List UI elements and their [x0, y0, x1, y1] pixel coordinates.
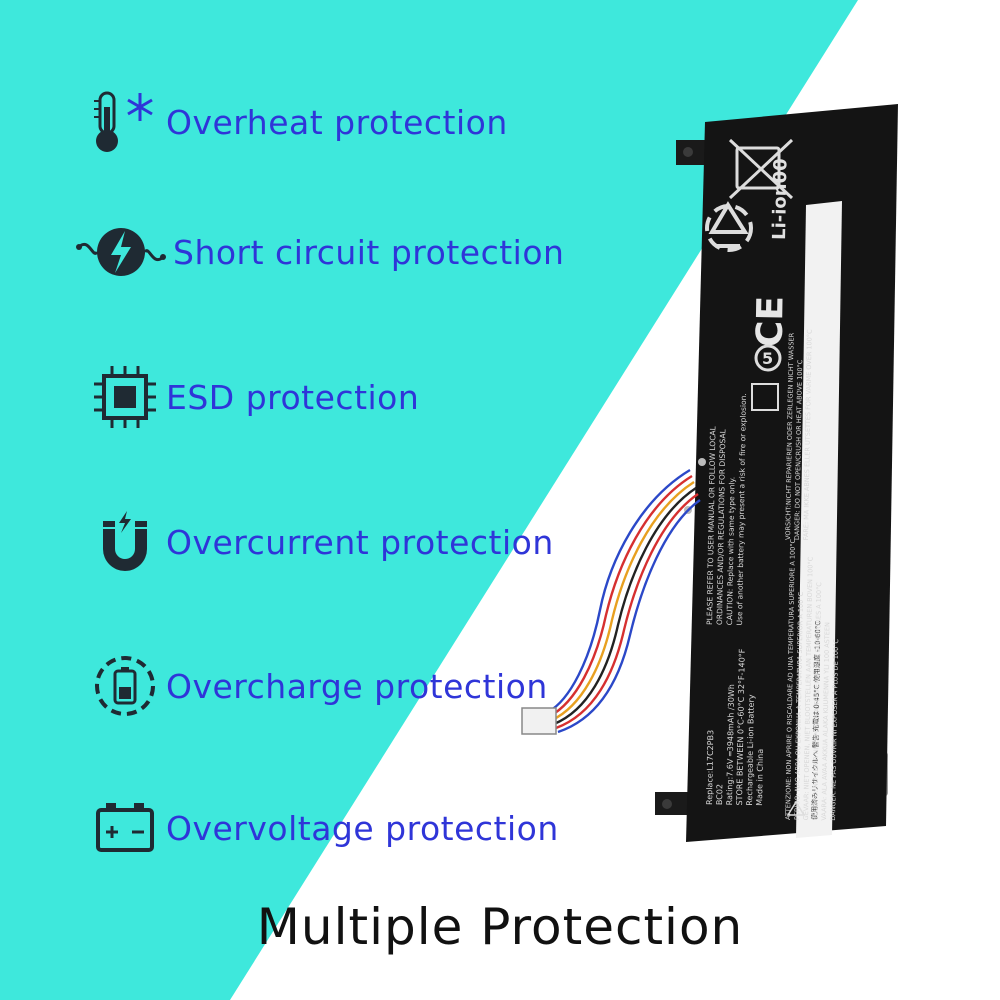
- danger-line: DANGER: NE PAS OUVRIR NI EXPOSER A PLUS …: [829, 639, 840, 821]
- car-battery-icon: [90, 793, 160, 863]
- label-replace: Replace:L17C2PB3: [705, 730, 715, 805]
- svg-text:5: 5: [762, 349, 773, 368]
- label-store: STORE BETWEEN 0°C-60°C 32°F-140°F: [735, 648, 747, 805]
- label-rechargeable: Rechargeable Li-ion Battery: [745, 694, 756, 806]
- battery-charge-icon: [90, 651, 160, 721]
- label-rating: Rating:7.6V ═3948mAh /30Wh: [725, 684, 736, 805]
- danger-line: VORSICHT:NICHT REPARIEREN ODER ZERLEGEN …: [784, 332, 796, 540]
- cyan-diagonal-band: [0, 0, 858, 1000]
- feature-label: Overcurrent protection: [166, 522, 554, 562]
- feature-overheat: Overheat protection: [90, 82, 508, 162]
- battery-chemistry-label: Li-ion00: [769, 158, 791, 240]
- label-code: BC02: [715, 784, 724, 805]
- feature-label: Overheat protection: [166, 102, 508, 142]
- feature-overvoltage: Overvoltage protection: [90, 788, 559, 868]
- cert-mark-icon: [751, 383, 779, 411]
- label-made-in: Made in China: [755, 749, 765, 806]
- feature-overcharge: Overcharge protection: [90, 646, 548, 726]
- feature-label: ESD protection: [166, 377, 420, 417]
- feature-label: Overcharge protection: [166, 666, 548, 706]
- danger-line: DANGER: DO NOT OPEN/CRUSH OR HEAT ABOVE …: [793, 359, 804, 540]
- page-title: Multiple Protection: [256, 898, 744, 956]
- feature-overcurrent: Overcurrent protection: [90, 502, 554, 582]
- chip-icon: [90, 362, 160, 432]
- white-label-text: 使用済みリサイクルへ 警告 充電は 0-45°C 使用温度 -10-60°C: [810, 621, 822, 821]
- feature-label: Overvoltage protection: [166, 808, 559, 848]
- warning-triangle-icon: [786, 800, 806, 816]
- battery-body: [686, 104, 898, 842]
- warning-line: PLEASE REFER TO USER MANUAL OR FOLLOW LO…: [705, 425, 717, 625]
- danger-line: PERIGO: NAO ABRA OU EXPONHA A TEMPERATUR…: [793, 591, 805, 820]
- danger-line: VAARA: ALA AVAA AKKUA ALAKA KUUMENNA YLI…: [820, 622, 831, 821]
- crossed-bin-icon: [728, 138, 794, 200]
- feature-short-circuit: Short circuit protection: [75, 212, 564, 292]
- danger-line: FARE: MA IKKE ABNES ELLER UTSETTES FOR V…: [802, 329, 814, 541]
- battery-tab-bottom-left: [655, 792, 690, 815]
- battery-white-label: [796, 201, 842, 838]
- cable-connector: [521, 707, 557, 735]
- thermometer-snowflake-icon: [90, 87, 160, 157]
- warning-line: ORDINANCES AND/OR REGULATIONS FOR DISPOS…: [715, 428, 727, 625]
- warning-line: CAUTION: Replace with same type only.: [725, 477, 737, 626]
- lightning-circuit-icon: [75, 217, 167, 287]
- warning-line: Use of another battery may present a ris…: [735, 393, 748, 625]
- battery-cable: [547, 468, 701, 734]
- recycle-icon: [705, 201, 753, 252]
- ce-mark: CE: [750, 296, 792, 348]
- feature-label: Short circuit protection: [173, 232, 565, 272]
- terminal-minus: [698, 458, 706, 466]
- feature-esd: ESD protection: [90, 357, 419, 437]
- magnet-bolt-icon: [90, 507, 160, 577]
- eco-5-icon: 5: [754, 344, 782, 372]
